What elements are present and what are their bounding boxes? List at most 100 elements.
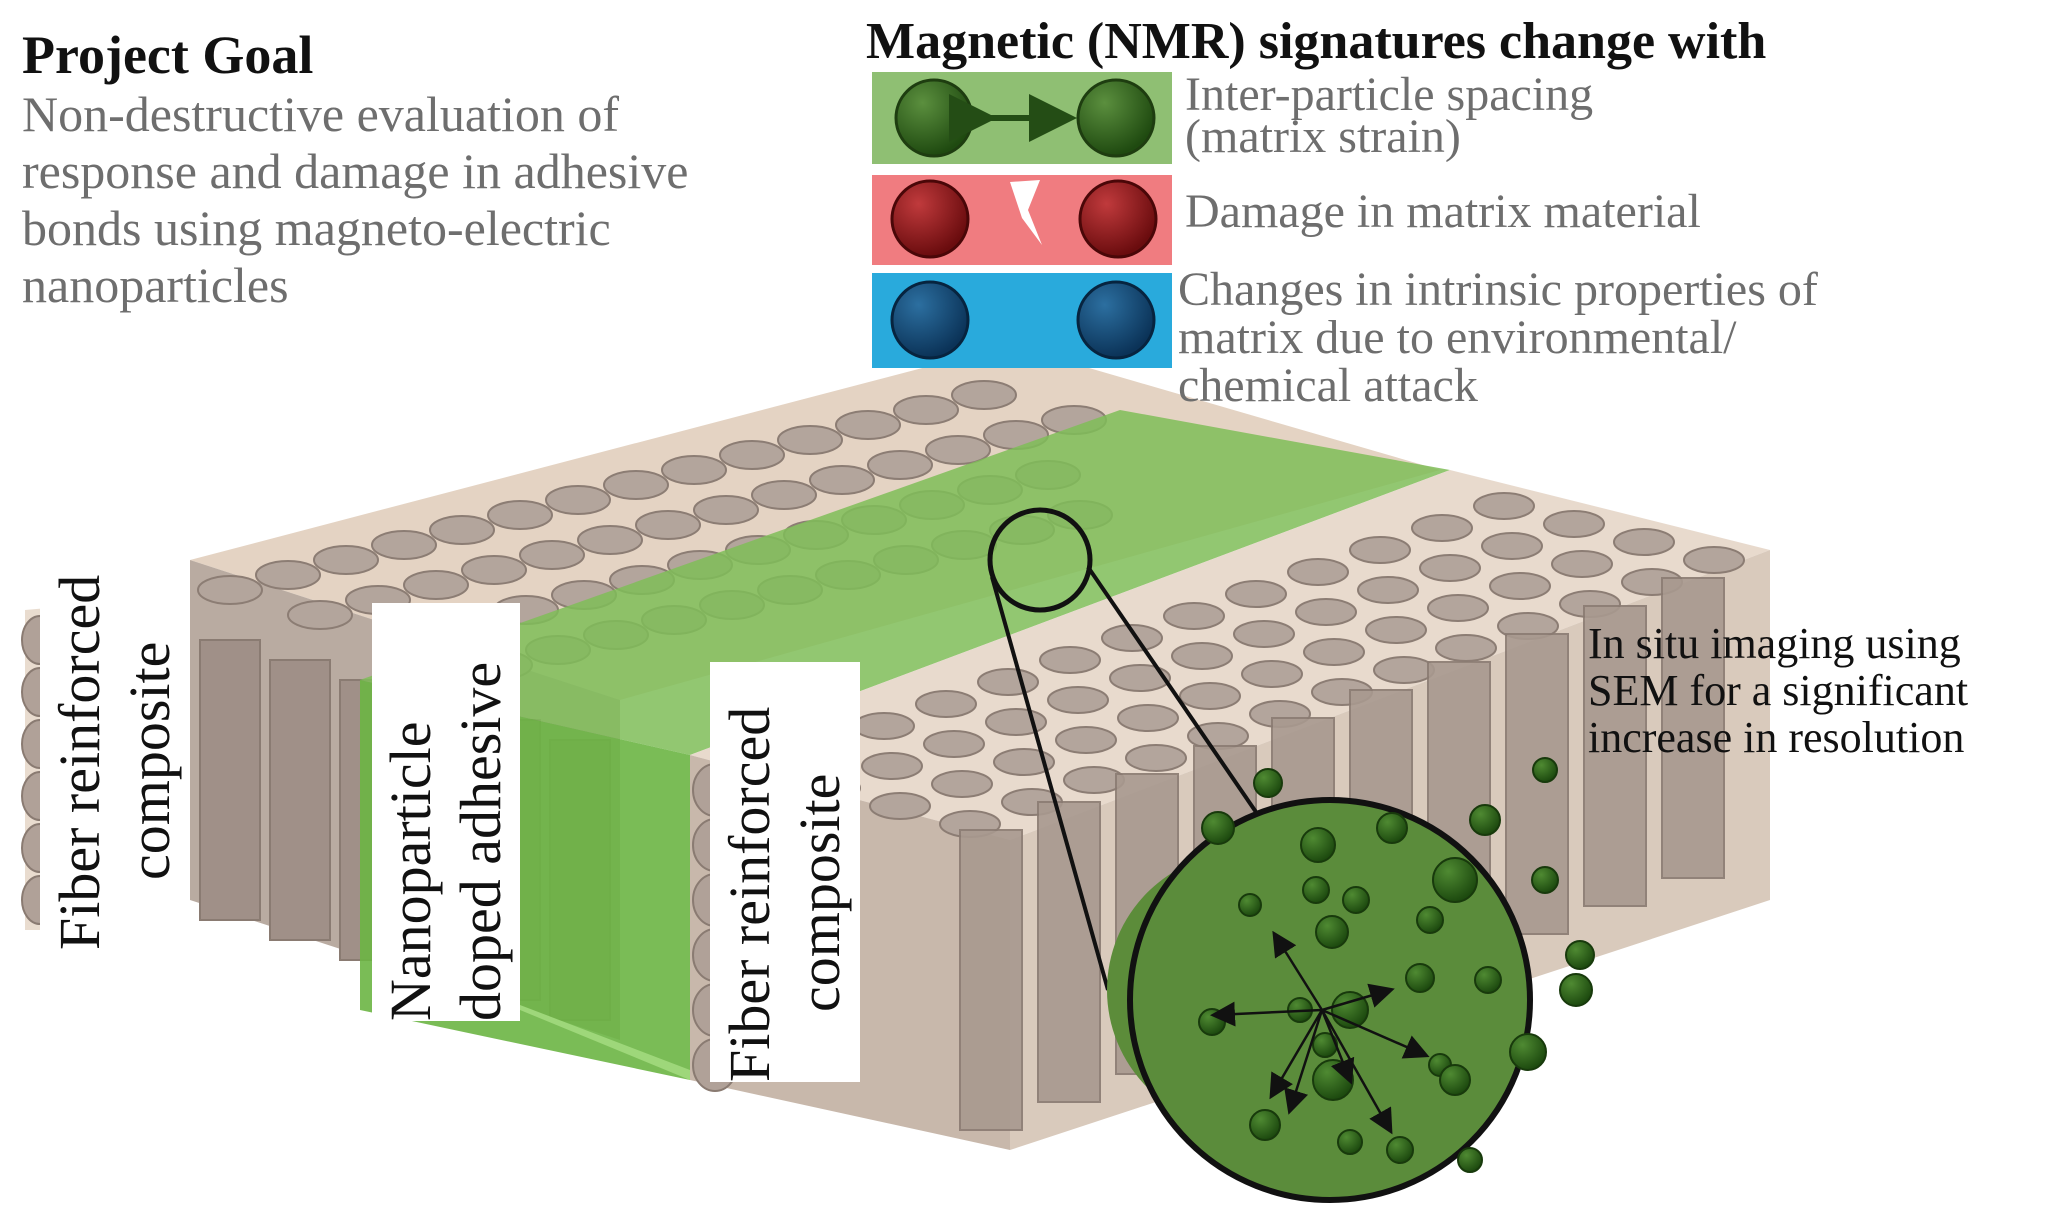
nanoparticle xyxy=(1509,1033,1547,1071)
fiber-end xyxy=(1117,704,1179,732)
interaction-arrow xyxy=(1321,983,1395,1012)
interaction-arrow xyxy=(1269,1009,1324,1100)
interaction-arrow xyxy=(1210,1001,1323,1027)
legend-line: matrix due to environmental/ xyxy=(1178,311,1737,364)
fiber-end xyxy=(915,690,977,718)
fiber-end xyxy=(1055,726,1117,754)
fiber-end xyxy=(577,525,643,555)
fiber-end xyxy=(1349,536,1411,564)
sem-line: SEM for a significant xyxy=(1588,666,1969,715)
fiber-end xyxy=(1287,558,1349,586)
fiber-end xyxy=(1427,594,1489,622)
fiber-end xyxy=(923,730,985,758)
legend-line: Changes in intrinsic properties of xyxy=(1178,263,1818,316)
interaction-arrow xyxy=(1284,1009,1324,1115)
fiber-end xyxy=(461,555,527,585)
fiber-end xyxy=(835,410,901,440)
nanoparticle xyxy=(1469,804,1501,836)
fiber-end xyxy=(993,748,1055,776)
nanoparticle xyxy=(1300,827,1336,863)
goal-line: nanoparticles xyxy=(22,257,289,313)
fiber-end xyxy=(487,500,553,530)
fiber-end xyxy=(1365,616,1427,644)
nanoparticle xyxy=(1559,973,1593,1007)
fiber xyxy=(199,639,261,921)
fiber-end xyxy=(719,440,785,470)
zoom-callout xyxy=(987,507,1595,1203)
nanoparticle xyxy=(1457,1147,1483,1173)
adhesive-label: Nanoparticle doped adhesive xyxy=(372,603,520,1021)
fiber-end xyxy=(519,540,585,570)
nanoparticle xyxy=(1531,866,1559,894)
fiber-end xyxy=(869,792,931,820)
fiber-end xyxy=(1543,510,1605,538)
fiber-end xyxy=(861,752,923,780)
nanoparticle xyxy=(1315,915,1349,949)
fiber-end xyxy=(1473,492,1535,520)
fiber-end xyxy=(1373,656,1435,684)
fiber xyxy=(1661,577,1725,879)
legend-line: Inter-particle spacing xyxy=(1185,68,1594,121)
legend-label-spacing: Inter-particle spacing (matrix strain) xyxy=(1185,68,1594,161)
fiber-end xyxy=(777,425,843,455)
nanoparticle xyxy=(1376,812,1408,844)
fiber-end xyxy=(197,575,263,605)
sem-line: In situ imaging using xyxy=(1588,619,1961,668)
nmr-legend-title: Magnetic (NMR) signatures change with xyxy=(866,13,1767,70)
nanoparticle xyxy=(1249,1109,1281,1141)
legend-label-damage: Damage in matrix material xyxy=(1185,188,1701,236)
legend-label-intrinsic: Changes in intrinsic properties of matri… xyxy=(1178,266,1818,410)
fiber-end xyxy=(1241,660,1303,688)
fiber-end xyxy=(1163,602,1225,630)
fiber-end xyxy=(603,470,669,500)
fiber-end xyxy=(1357,576,1419,604)
nmr-legend-rows xyxy=(872,72,1172,368)
interaction-arrow xyxy=(1321,1008,1430,1059)
fiber-end xyxy=(853,712,915,740)
fiber-end xyxy=(1047,686,1109,714)
label-line: composite xyxy=(787,773,852,1012)
nanoparticle xyxy=(1405,963,1435,993)
fiber-end xyxy=(809,465,875,495)
label-line: Nanoparticle xyxy=(378,721,443,1021)
goal-line: Non-destructive evaluation of xyxy=(22,86,620,142)
fiber-end xyxy=(1295,598,1357,626)
fiber xyxy=(269,659,331,941)
fiber-end xyxy=(1683,546,1745,574)
fiber-end xyxy=(661,455,727,485)
fiber-end xyxy=(1039,646,1101,674)
right-composite-label: Fiber reinforced composite xyxy=(710,662,860,1082)
nanoparticle xyxy=(1474,966,1502,994)
fiber-end xyxy=(1233,620,1295,648)
fiber-end xyxy=(1225,580,1287,608)
nanoparticle xyxy=(1198,1008,1226,1036)
fiber-end xyxy=(867,450,933,480)
interaction-arrow xyxy=(1272,930,1324,1011)
fiber-end xyxy=(751,480,817,510)
fiber-end xyxy=(1489,572,1551,600)
legend-line: chemical attack xyxy=(1178,359,1478,412)
nanoparticle xyxy=(1386,1136,1414,1164)
fiber-end xyxy=(977,668,1039,696)
nanoparticle xyxy=(1337,1129,1363,1155)
fiber-end xyxy=(931,770,993,798)
fiber-end xyxy=(1435,634,1497,662)
fiber-end xyxy=(1613,528,1675,556)
fiber-end xyxy=(1419,554,1481,582)
fiber-end xyxy=(403,570,469,600)
fiber-end xyxy=(1303,638,1365,666)
nanoparticle xyxy=(1416,906,1444,934)
nanoparticle xyxy=(1312,1059,1354,1101)
fiber-end xyxy=(1179,682,1241,710)
project-goal-title: Project Goal xyxy=(22,25,314,85)
fiber xyxy=(959,829,1023,1131)
left-composite-label: Fiber reinforced composite xyxy=(40,528,190,950)
fiber xyxy=(1583,605,1647,907)
sem-line: increase in resolution xyxy=(1588,713,1965,762)
fiber-end xyxy=(1481,532,1543,560)
fiber-end xyxy=(1411,514,1473,542)
nanoparticle xyxy=(1532,757,1558,783)
label-line: doped adhesive xyxy=(448,661,513,1021)
goal-line: response and damage in adhesive xyxy=(22,143,689,199)
fiber-end xyxy=(429,515,495,545)
